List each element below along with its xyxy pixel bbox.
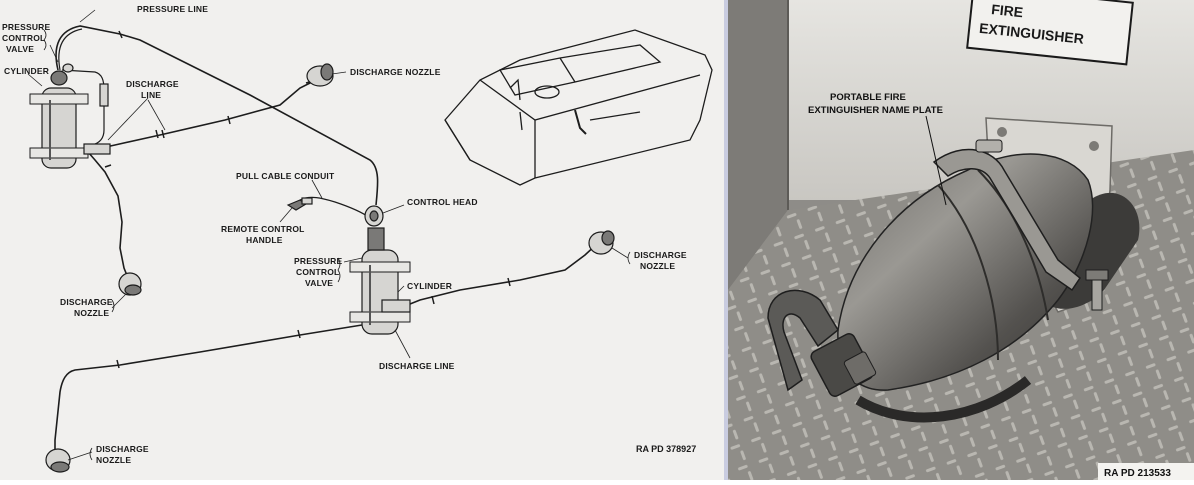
discharge-nozzle-left <box>118 272 142 296</box>
label-pull-cable-conduit: PULL CABLE CONDUIT <box>236 171 335 181</box>
discharge-line-right <box>399 242 599 309</box>
cylinder-middle <box>349 227 411 335</box>
label-remote-control-handle-1: REMOTE CONTROL <box>221 224 305 234</box>
label-discharge-nozzle-left-1: DISCHARGE <box>60 297 113 307</box>
label-discharge-nozzle-right-2: NOZZLE <box>640 261 675 271</box>
pressure-line <box>55 25 379 206</box>
discharge-line-lower <box>54 324 363 455</box>
system-diagram: PRESSURE LINE PRESSURE CONTROL VALVE CYL… <box>0 0 724 480</box>
fire-extinguisher-sign: FIRE EXTINGUISHER <box>966 0 1134 66</box>
mounting-strap <box>932 139 1082 292</box>
sign-text-line-1: FIRE <box>991 1 1024 20</box>
tank-outline <box>444 29 713 186</box>
reference-number-left: RA PD 378927 <box>636 444 696 454</box>
photo-svg: FIRE EXTINGUISHER <box>728 0 1194 480</box>
extinguisher-handle <box>767 289 839 392</box>
extinguisher-photo: FIRE EXTINGUISHER <box>728 0 1194 480</box>
extinguisher-valve-head <box>810 333 877 397</box>
label-discharge-nozzle-left-2: NOZZLE <box>74 308 109 318</box>
label-pressure-line: PRESSURE LINE <box>137 4 208 14</box>
extinguisher-hose <box>855 376 1032 423</box>
callout-text-line-2: EXTINGUISHER NAME PLATE <box>808 105 943 116</box>
discharge-nozzle-right <box>588 230 615 255</box>
label-pressure-control-valve-mid-1: PRESSURE <box>294 256 342 266</box>
reference-number-right: RA PD 213533 <box>1104 468 1171 479</box>
label-cylinder-top: CYLINDER <box>4 66 49 76</box>
callout-text-line-1: PORTABLE FIRE <box>830 92 906 103</box>
label-discharge-nozzle-right-1: DISCHARGE <box>634 250 687 260</box>
strap-bolt <box>1085 269 1109 311</box>
discharge-nozzle-top <box>305 63 334 87</box>
label-remote-control-handle-2: HANDLE <box>246 235 283 245</box>
name-plate-callout: PORTABLE FIRE EXTINGUISHER NAME PLATE <box>808 92 947 206</box>
diagram-svg: PRESSURE LINE PRESSURE CONTROL VALVE CYL… <box>2 4 713 473</box>
label-discharge-line-top-2: LINE <box>141 90 161 100</box>
label-pressure-control-valve-mid-2: CONTROL <box>296 267 339 277</box>
label-pressure-control-valve-mid-3: VALVE <box>305 278 333 288</box>
label-discharge-line-bottom: DISCHARGE LINE <box>379 361 455 371</box>
label-discharge-nozzle-top: DISCHARGE NOZZLE <box>350 67 441 77</box>
label-pressure-control-valve-top-3: VALVE <box>6 44 34 54</box>
cylinder-top <box>29 63 89 169</box>
pipe-clips <box>104 30 511 369</box>
label-pressure-control-valve-top-1: PRESSURE <box>2 22 50 32</box>
discharge-line-left <box>87 151 129 279</box>
leader-lines <box>27 9 629 461</box>
discharge-nozzle-bottom <box>45 448 71 473</box>
label-discharge-nozzle-bottom-2: NOZZLE <box>96 455 131 465</box>
control-head <box>364 205 384 227</box>
label-control-head: CONTROL HEAD <box>407 197 478 207</box>
label-discharge-line-top-1: DISCHARGE <box>126 79 179 89</box>
reference-badge-right: RA PD 213533 <box>1098 463 1194 480</box>
label-cylinder-mid: CYLINDER <box>407 281 452 291</box>
label-pressure-control-valve-top-2: CONTROL <box>2 33 45 43</box>
discharge-line-upper <box>91 79 317 151</box>
side-wall <box>728 0 788 290</box>
label-brackets <box>43 29 631 461</box>
remote-control-handle <box>286 197 313 211</box>
label-discharge-nozzle-bottom-1: DISCHARGE <box>96 444 149 454</box>
fitting-top <box>83 83 111 155</box>
panel-divider <box>724 0 728 480</box>
